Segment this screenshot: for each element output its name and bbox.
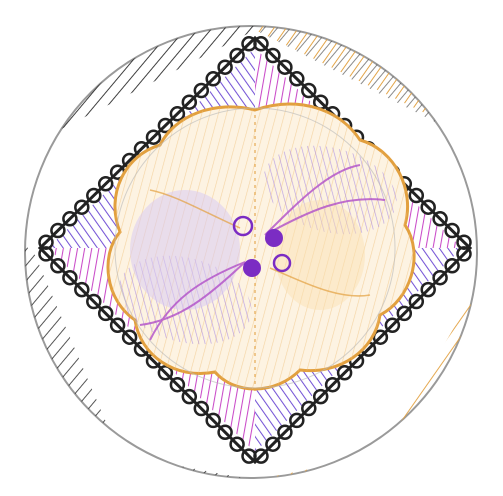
petal-left-glow <box>130 190 240 310</box>
petal-right-glow <box>275 200 365 310</box>
dot-top-right <box>265 229 283 247</box>
dot-bottom-left <box>243 259 261 277</box>
